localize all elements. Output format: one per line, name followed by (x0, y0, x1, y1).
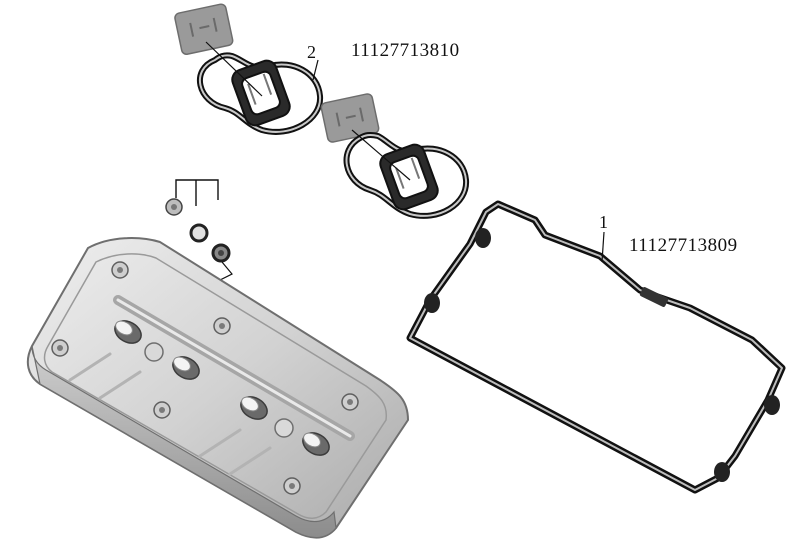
callout-2-part-number: 11127713810 (351, 40, 460, 61)
callout-2-number: 2 (307, 42, 316, 62)
valve-cover (26, 237, 410, 539)
callout-1-number: 1 (599, 212, 608, 232)
fastener-set (165, 179, 233, 319)
valve-cover-gasket (406, 200, 786, 494)
callout-2-leader (312, 59, 319, 81)
spark-plug-well-seal-lower (320, 93, 470, 219)
callout-1-part-number: 11127713809 (629, 235, 738, 256)
callout-1-leader (601, 231, 605, 263)
spark-plug-well-seal-upper (174, 3, 324, 135)
